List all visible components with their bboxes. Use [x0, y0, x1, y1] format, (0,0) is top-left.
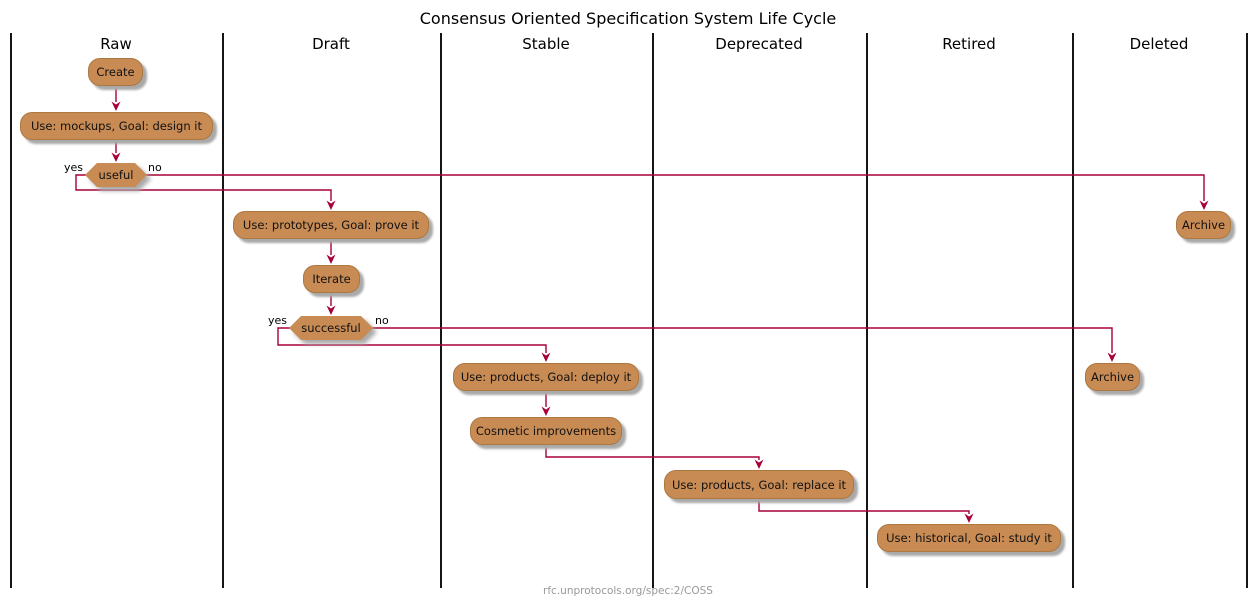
- activity-cosmetic-improvements: Cosmetic improvements: [470, 417, 622, 445]
- arrow-cosmetic-to-replace: [545, 445, 760, 460]
- lane-separator: [652, 33, 654, 588]
- decision-successful: successful: [289, 316, 373, 340]
- lane-header-draft: Draft: [312, 35, 350, 53]
- arrowhead: [1107, 352, 1117, 362]
- diagram-footer-url: rfc.unprotocols.org/spec:2/COSS: [543, 585, 713, 597]
- arrow-successful-yes-to-deploy: [277, 327, 547, 353]
- decision-successful-label: successful: [289, 316, 373, 340]
- activity-create: Create: [88, 58, 143, 86]
- activity-use-products-deploy: Use: products, Goal: deploy it: [453, 363, 639, 391]
- arrowhead: [111, 152, 121, 162]
- arrow-useful-yes-to-prototypes: [75, 174, 332, 201]
- branch-label-no: no: [375, 314, 389, 327]
- decision-useful-label: useful: [85, 163, 147, 187]
- lane-separator: [1246, 33, 1248, 588]
- arrowhead: [326, 254, 336, 264]
- activity-archive-from-successful: Archive: [1085, 363, 1140, 391]
- lane-separator: [1072, 33, 1074, 588]
- branch-label-yes: yes: [268, 314, 288, 327]
- diagram-title: Consensus Oriented Specification System …: [419, 9, 837, 28]
- arrowhead: [541, 352, 551, 362]
- arrowhead: [754, 459, 764, 469]
- arrow-successful-no-to-archive: [372, 327, 1113, 353]
- activity-use-products-replace: Use: products, Goal: replace it: [664, 470, 854, 499]
- lane-separator: [222, 33, 224, 588]
- activity-use-prototypes: Use: prototypes, Goal: prove it: [233, 211, 429, 239]
- arrow-replace-to-study: [758, 499, 970, 514]
- lane-separator: [440, 33, 442, 588]
- arrowhead: [541, 406, 551, 416]
- lane-header-retired: Retired: [942, 35, 996, 53]
- arrowhead: [326, 200, 336, 210]
- lane-separator: [10, 33, 12, 588]
- activity-use-historical-study: Use: historical, Goal: study it: [877, 524, 1061, 552]
- activity-use-mockups: Use: mockups, Goal: design it: [20, 112, 213, 140]
- arrowhead: [1199, 200, 1209, 210]
- activity-archive-from-useful: Archive: [1176, 211, 1231, 239]
- decision-useful: useful: [85, 163, 147, 187]
- arrowhead: [111, 101, 121, 111]
- activity-iterate: Iterate: [303, 265, 360, 293]
- lane-separator: [866, 33, 868, 588]
- branch-label-yes: yes: [64, 161, 84, 174]
- arrow-useful-no-to-archive: [146, 174, 1205, 201]
- branch-label-no: no: [148, 161, 162, 174]
- arrowhead: [326, 305, 336, 315]
- lane-header-deprecated: Deprecated: [715, 35, 803, 53]
- lane-header-deleted: Deleted: [1129, 35, 1189, 53]
- lane-header-stable: Stable: [522, 35, 570, 53]
- lane-header-raw: Raw: [100, 35, 132, 53]
- arrowhead: [964, 513, 974, 523]
